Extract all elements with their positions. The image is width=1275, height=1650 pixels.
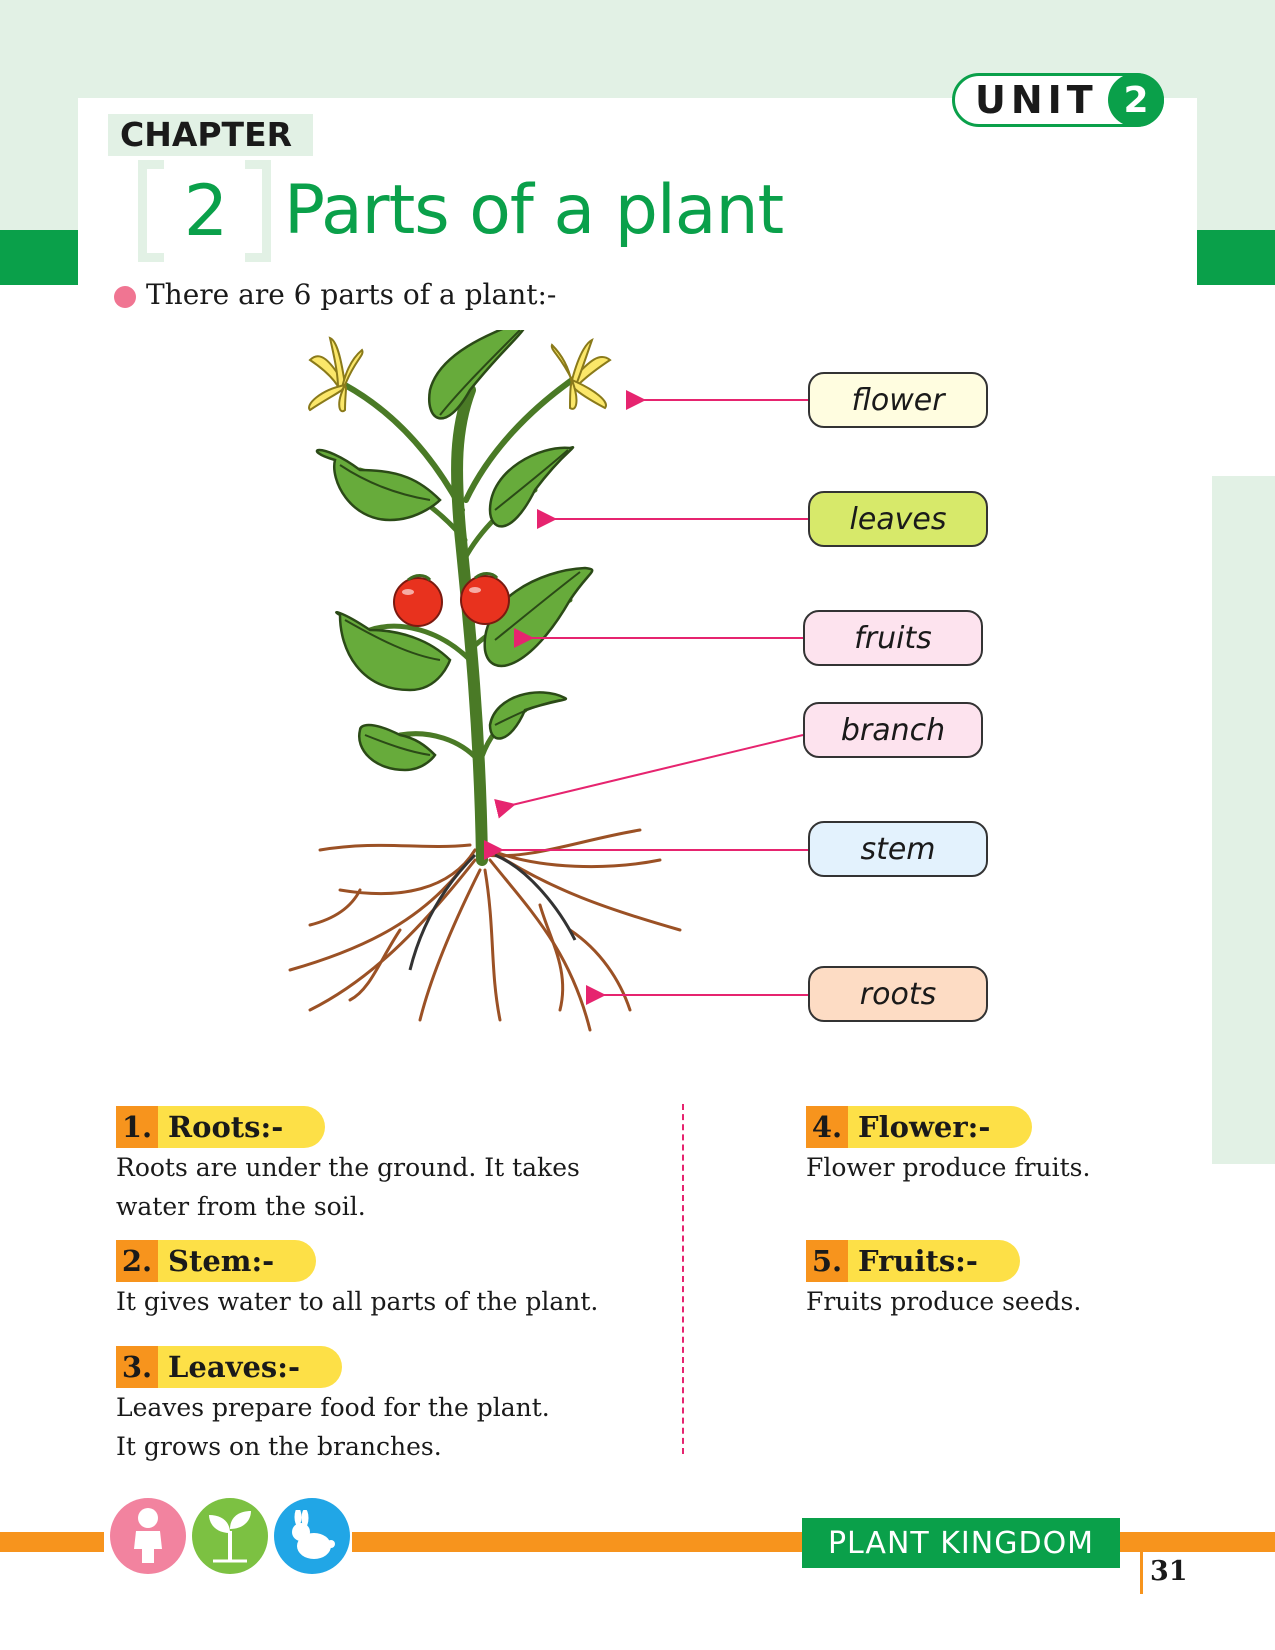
label-leaves-text: leaves [849,501,947,537]
part-heading-stem: 2. Stem:- [116,1240,317,1282]
flower-illustration [308,336,612,413]
part-title: Stem:- [158,1240,317,1282]
footer-bar-right [1118,1532,1275,1552]
unit-badge: UNIT 2 [952,73,1164,127]
part-text-stem: It gives water to all parts of the plant… [116,1282,598,1321]
unit-label: UNIT [975,78,1098,122]
part-title: Roots:- [158,1106,326,1148]
intro-text: There are 6 parts of a plant:- [146,278,557,311]
label-fruits-text: fruits [854,620,932,656]
part-heading-leaves: 3. Leaves:- [116,1346,343,1388]
part-title: Fruits:- [848,1240,1020,1282]
part-number: 3. [116,1346,158,1388]
part-number: 5. [806,1240,848,1282]
page-number: 31 [1150,1556,1188,1587]
column-divider [682,1104,684,1454]
part-number: 4. [806,1106,848,1148]
text-line: Leaves prepare food for the plant. [116,1393,550,1422]
footer-bar-left [0,1532,104,1552]
root-dark [408,853,477,971]
part-title: Flower:- [848,1106,1033,1148]
header-green-bar-left [0,230,78,285]
side-strip [1212,476,1275,1164]
text-line: Roots are under the ground. It takes [116,1153,580,1182]
page-title: Parts of a plant [284,171,784,250]
text-line: water from the soil. [116,1192,366,1221]
label-roots: roots [808,966,988,1022]
part-text-roots: Roots are under the ground. It takes wat… [116,1148,580,1226]
label-stem: stem [808,821,988,877]
intro-bullet [114,286,136,308]
part-text-leaves: Leaves prepare food for the plant. It gr… [116,1388,550,1466]
part-text-flower: Flower produce fruits. [806,1148,1090,1187]
part-heading-roots: 1. Roots:- [116,1106,326,1148]
text-line: It gives water to all parts of the plant… [116,1287,599,1316]
footer-section-label: PLANT KINGDOM [802,1518,1120,1568]
sprout-icon [192,1498,268,1574]
bracket-right [245,160,271,262]
part-heading-flower: 4. Flower:- [806,1106,1033,1148]
part-number: 2. [116,1240,158,1282]
page-number-rule [1140,1552,1143,1594]
leaf-veins [339,330,581,756]
footer-bar-mid [352,1532,802,1552]
chapter-label: CHAPTER [108,114,313,156]
part-text-fruits: Fruits produce seeds. [806,1282,1081,1321]
plant-illustration [288,330,682,1032]
label-roots-text: roots [859,976,937,1012]
label-fruits: fruits [803,610,983,666]
text-line: It grows on the branches. [116,1432,442,1461]
rabbit-icon [274,1498,350,1574]
fruit-illustration [393,572,510,627]
text-line: Flower produce fruits. [806,1153,1091,1182]
roots-illustration [288,828,682,1032]
part-heading-fruits: 5. Fruits:- [806,1240,1020,1282]
label-branch: branch [803,702,983,758]
label-flower: flower [808,372,988,428]
label-flower-text: flower [851,382,945,418]
part-title: Leaves:- [158,1346,343,1388]
label-stem-text: stem [860,831,936,867]
label-leaves: leaves [808,491,988,547]
child-icon [110,1498,186,1574]
label-branch-text: branch [840,712,946,748]
root-dark [494,853,577,941]
bracket-left [138,160,164,262]
part-number: 1. [116,1106,158,1148]
header-green-bar-right [1197,230,1275,285]
chapter-number: 2 [183,170,229,252]
unit-number: 2 [1108,73,1164,127]
text-line: Fruits produce seeds. [806,1287,1082,1316]
